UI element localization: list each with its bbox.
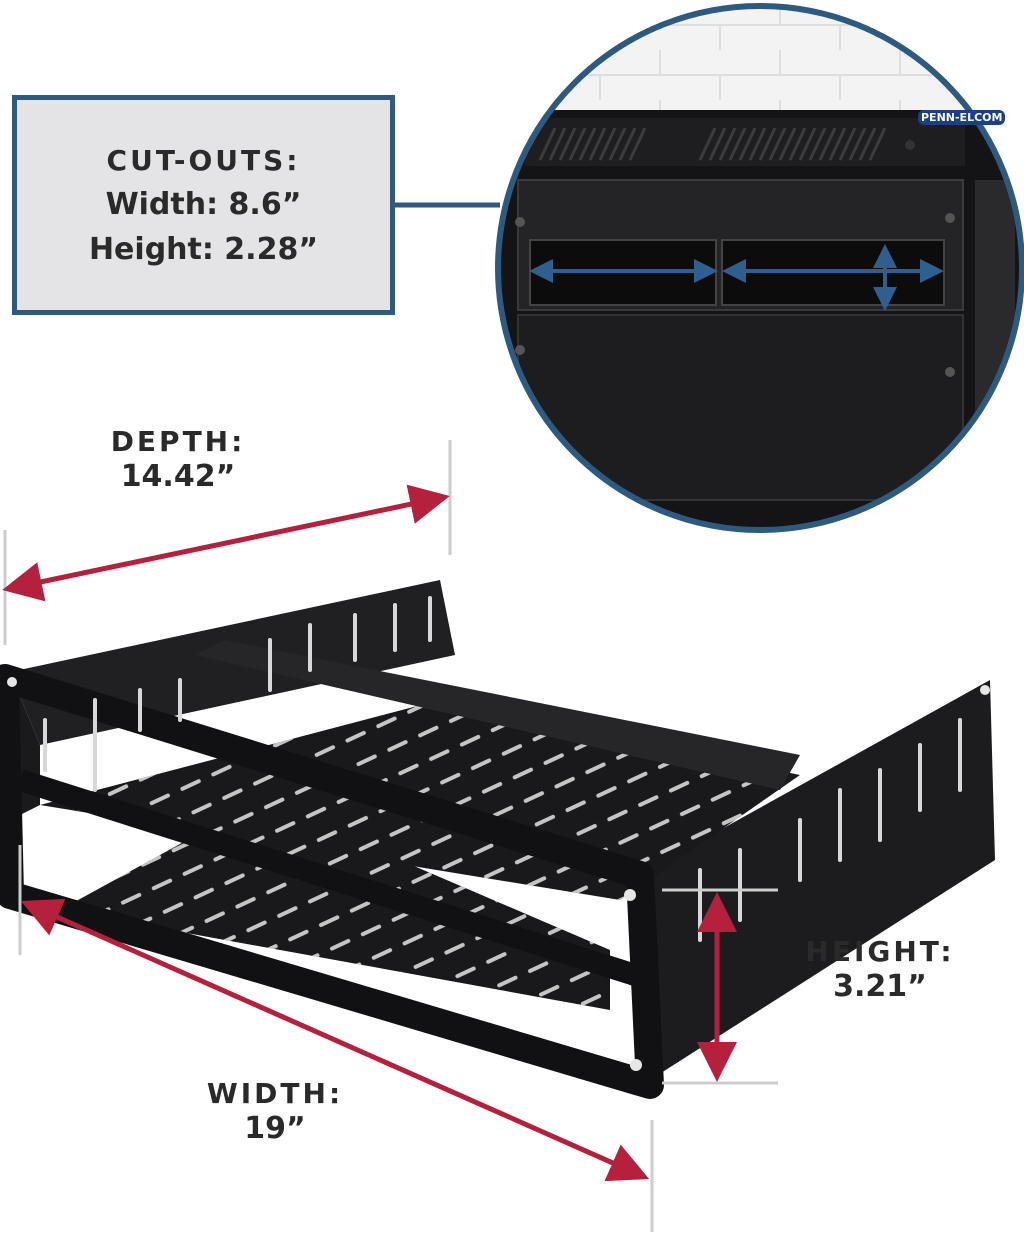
depth-title: DEPTH: — [110, 425, 246, 458]
cutouts-title: CUT-OUTS: — [106, 144, 301, 177]
height-label: HEIGHT: 3.21” — [790, 935, 970, 1006]
width-label: WIDTH: 19” — [185, 1077, 365, 1148]
width-arrow — [20, 898, 650, 1182]
height-value: 3.21” — [833, 969, 927, 1005]
depth-value: 14.42” — [120, 459, 236, 495]
detail-circle-border — [495, 3, 1024, 533]
width-value: 19” — [244, 1111, 306, 1147]
depth-label: DEPTH: 14.42” — [88, 425, 268, 496]
height-title: HEIGHT: — [805, 935, 955, 968]
width-title: WIDTH: — [206, 1077, 344, 1110]
cutouts-callout: CUT-OUTS: Width: 8.6” Height: 2.28” — [12, 95, 395, 315]
depth-arrow — [2, 484, 450, 602]
cutouts-width: Width: 8.6” — [105, 187, 302, 222]
cutouts-height: Height: 2.28” — [88, 232, 319, 267]
cutout-detail-photo — [498, 6, 1022, 530]
rack-tray-illustration — [0, 580, 995, 1099]
brand-logo: PENN-ELCOM — [918, 110, 1006, 125]
